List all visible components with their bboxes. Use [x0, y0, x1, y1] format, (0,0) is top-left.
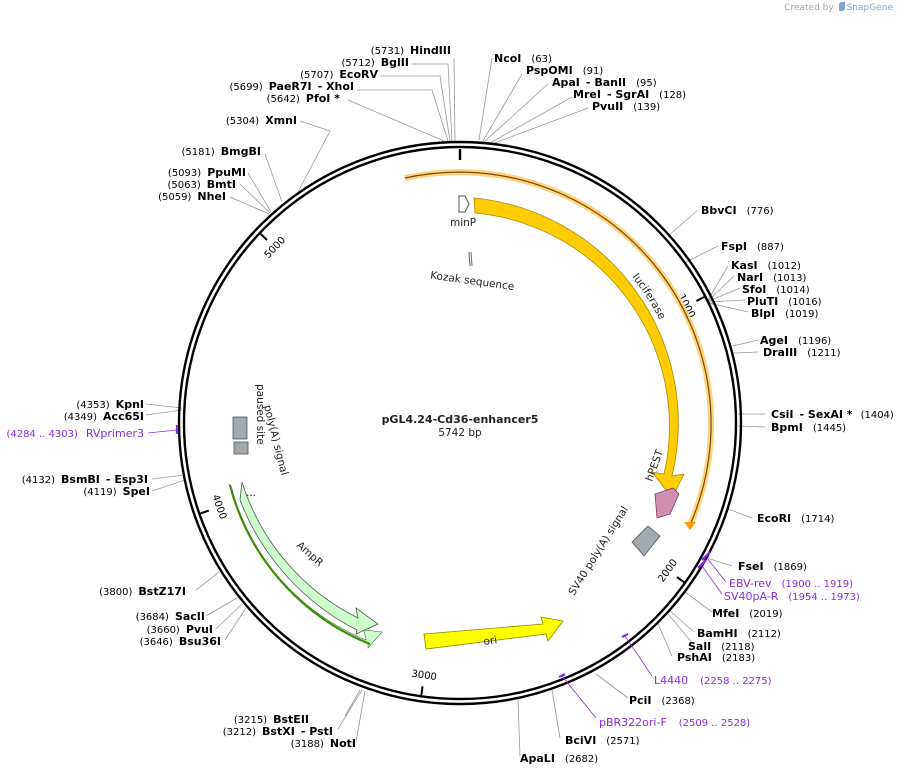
- site-kasi[interactable]: KasI(1012): [731, 259, 801, 272]
- primer-rvprimer3[interactable]: (4284 .. 4303)RVprimer3: [6, 427, 144, 440]
- feature-minP[interactable]: minP: [450, 195, 476, 229]
- paused-site-label: paused site: [254, 384, 266, 445]
- restriction-sites: (5731)HindIII (5712)BglII (5707)EcoRV (5…: [22, 44, 894, 765]
- site-fspi[interactable]: FspI(887): [721, 240, 784, 253]
- tick-mark-5000: [259, 232, 268, 241]
- site-bstz17i[interactable]: (3800)BstZ17I: [99, 585, 186, 598]
- site-pvuii[interactable]: PvuII(139): [592, 100, 660, 113]
- site-pshai[interactable]: PshAI(2183): [677, 651, 755, 664]
- site-bsmbi[interactable]: (4132)BsmBI- Esp3I: [22, 473, 148, 486]
- kozak-label: Kozak sequence: [429, 269, 515, 293]
- site-sali[interactable]: SalI(2118): [688, 640, 755, 653]
- site-draiii[interactable]: DraIII(1211): [763, 346, 841, 359]
- site-xmni[interactable]: (5304)XmnI: [226, 114, 297, 127]
- tick-mark-3000: [420, 686, 424, 697]
- feature-sv40-polyA[interactable]: SV40 poly(A) signal: [566, 504, 661, 598]
- primer-binding-marks: [175, 425, 711, 678]
- site-blpi[interactable]: BlpI(1019): [751, 307, 818, 320]
- primer-labels: (4284 .. 4303)RVprimer3 EBV-rev(1900 .. …: [6, 427, 859, 729]
- tick-label-4000: 4000: [209, 493, 228, 521]
- site-bglii[interactable]: (5712)BglII: [342, 56, 409, 69]
- site-apali[interactable]: ApaLI(2682): [520, 752, 598, 765]
- site-bsu36i[interactable]: (3646)Bsu36I: [140, 635, 221, 648]
- site-nari[interactable]: NarI(1013): [737, 271, 807, 284]
- site-sacii[interactable]: (3684)SacII: [136, 610, 205, 623]
- site-pluti[interactable]: PluTI(1016): [747, 295, 822, 308]
- site-pcii[interactable]: PciI(2368): [629, 694, 695, 707]
- site-ppumi[interactable]: (5093)PpuMI: [168, 166, 246, 179]
- site-acc65i[interactable]: (4349)Acc65I: [64, 410, 144, 423]
- site-fsei[interactable]: FseI(1869): [738, 560, 807, 573]
- backbone-outer-strand: [177, 140, 743, 706]
- ori-label: ori: [483, 634, 498, 648]
- primer-ebv-rev[interactable]: EBV-rev(1900 .. 1919): [729, 577, 853, 590]
- site-bcivi[interactable]: BciVI(2571): [565, 734, 640, 747]
- site-bmti[interactable]: (5063)BmtI: [168, 178, 236, 191]
- site-pfoi[interactable]: (5642)PfoI *: [267, 92, 341, 105]
- site-ecori[interactable]: EcoRI(1714): [757, 512, 835, 525]
- feature-kozak[interactable]: Kozak sequence: [429, 251, 515, 293]
- feature-ampR[interactable]: AmpR ...: [228, 481, 383, 649]
- site-ncoi[interactable]: NcoI(63): [494, 52, 552, 65]
- snapgene-credit: Created by SnapGene: [784, 2, 893, 13]
- site-mrei[interactable]: MreI- SgrAI(128): [573, 88, 686, 101]
- plasmid-name: pGL4.24-Cd36-enhancer5: [382, 413, 539, 426]
- tick-label-3000: 3000: [411, 669, 438, 683]
- orf-arc-line: [404, 171, 712, 526]
- site-bmgbi[interactable]: (5181)BmgBI: [182, 145, 261, 158]
- tick-label-2000: 2000: [656, 557, 680, 584]
- site-sfoi[interactable]: SfoI(1014): [742, 283, 810, 296]
- site-mfei[interactable]: MfeI(2019): [712, 607, 783, 620]
- feature-ori[interactable]: ori: [423, 616, 564, 650]
- credit-prefix: Created by: [784, 3, 834, 13]
- primer-pbr322ori-f[interactable]: pBR322ori-F(2509 .. 2528): [599, 716, 750, 729]
- site-bamhi[interactable]: BamHI(2112): [697, 627, 781, 640]
- snapgene-logo-icon: [838, 2, 845, 11]
- site-pspomi[interactable]: PspOMI(91): [526, 64, 603, 77]
- site-paer7i[interactable]: (5699)PaeR7I- XhoI: [229, 80, 354, 93]
- site-bstxi[interactable]: (3212)BstXI- PstI: [223, 725, 333, 738]
- site-nhei[interactable]: (5059)NheI: [158, 190, 226, 203]
- site-apai[interactable]: ApaI- BanII(95): [552, 76, 657, 89]
- ampR-label: AmpR: [294, 539, 325, 569]
- minP-label: minP: [450, 217, 476, 229]
- credit-brand: SnapGene: [846, 3, 893, 13]
- sv40-polyA-label: SV40 poly(A) signal: [566, 504, 631, 597]
- site-bpmi[interactable]: BpmI(1445): [771, 421, 846, 434]
- tick-mark-1000: [695, 295, 706, 302]
- site-csii[interactable]: CsiI- SexAI *(1404): [771, 408, 894, 421]
- site-ecorv[interactable]: (5707)EcoRV: [300, 68, 378, 81]
- site-bsteii[interactable]: (3215)BstEII: [234, 713, 309, 726]
- site-hindiii[interactable]: (5731)HindIII: [371, 44, 451, 57]
- site-noti[interactable]: (3188)NotI: [291, 737, 356, 750]
- primer-leader-lines: [147, 429, 727, 719]
- site-agei[interactable]: AgeI(1196): [760, 334, 831, 347]
- backbone-inner-strand: [182, 145, 738, 701]
- primer-sv40pa-r[interactable]: SV40pA-R(1954 .. 1973): [724, 590, 860, 603]
- site-kpni[interactable]: (4353)KpnI: [76, 398, 144, 411]
- site-bbvci[interactable]: BbvCI(776): [701, 204, 774, 217]
- plasmid-length: 5742 bp: [438, 427, 482, 439]
- primer-l4440[interactable]: L4440(2258 .. 2275): [654, 674, 772, 687]
- site-pvui[interactable]: (3660)PvuI: [147, 623, 213, 636]
- tick-mark-4000: [199, 509, 210, 515]
- site-leader-lines: [145, 57, 766, 757]
- ampR-promoter-dots: ...: [246, 487, 256, 499]
- tick-mark-2000: [676, 576, 686, 584]
- orf-arc-arrowhead: [684, 522, 696, 530]
- feature-paused-site[interactable]: paused site: [233, 384, 266, 455]
- site-spei[interactable]: (4119)SpeI: [83, 485, 150, 498]
